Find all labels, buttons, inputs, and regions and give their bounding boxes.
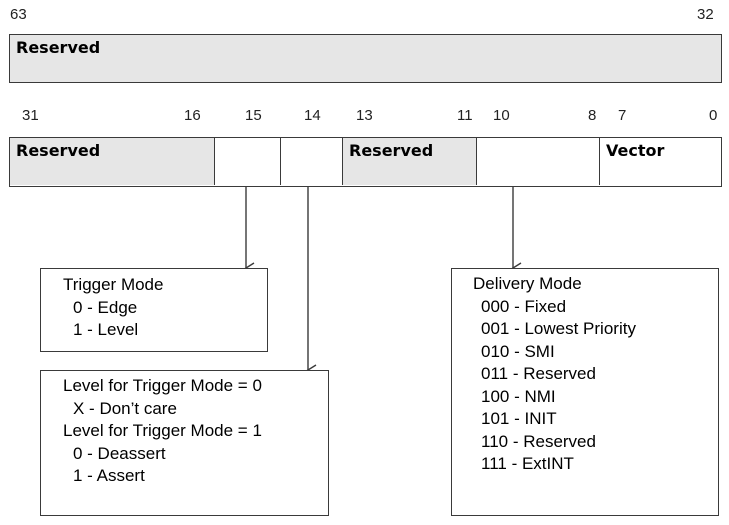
level-box: Level for Trigger Mode = 0 X - Don’t car… xyxy=(40,370,329,516)
bit-label-15: 15 xyxy=(245,107,262,124)
upper-register-bar: Reserved xyxy=(9,34,722,83)
bit-label-0: 0 xyxy=(709,107,718,124)
delivery-mode-title: Delivery Mode xyxy=(473,274,582,293)
delivery-mode-nmi: 100 - NMI xyxy=(481,386,556,406)
field-reserved-63-32: Reserved xyxy=(16,38,101,57)
trigger-mode-box: Trigger Mode 0 - Edge 1 - Level xyxy=(40,268,268,352)
trigger-mode-title: Trigger Mode xyxy=(63,275,164,294)
bit-label-10: 10 xyxy=(493,107,510,124)
level-trigger-1-heading: Level for Trigger Mode = 1 xyxy=(63,421,262,440)
bit-label-7: 7 xyxy=(618,107,627,124)
delivery-mode-reserved-110: 110 - Reserved xyxy=(481,431,596,451)
field-trigger-mode-bit-15 xyxy=(215,138,281,185)
bit-label-13: 13 xyxy=(356,107,373,124)
bit-label-14: 14 xyxy=(304,107,321,124)
bit-label-63: 63 xyxy=(10,6,27,23)
field-level-bit-14 xyxy=(281,138,343,185)
level-assert: 1 - Assert xyxy=(73,466,145,485)
trigger-mode-level: 1 - Level xyxy=(73,320,139,339)
bit-label-11: 11 xyxy=(457,107,473,124)
delivery-mode-smi: 010 - SMI xyxy=(481,341,555,361)
delivery-mode-extint: 111 - ExtINT xyxy=(481,454,574,473)
delivery-mode-reserved-011: 011 - Reserved xyxy=(481,364,596,383)
delivery-mode-init: 101 - INIT xyxy=(481,409,557,428)
field-vector-7-0: Vector xyxy=(600,138,720,185)
bit-label-32: 32 xyxy=(697,6,714,23)
level-trigger-0-heading: Level for Trigger Mode = 0 xyxy=(63,376,262,395)
level-deassert: 0 - Deassert xyxy=(73,443,166,463)
bit-label-16: 16 xyxy=(184,107,201,124)
trigger-mode-edge: 0 - Edge xyxy=(73,297,138,317)
level-dont-care: X - Don’t care xyxy=(73,398,177,418)
delivery-mode-lowest-priority: 001 - Lowest Priority xyxy=(481,319,636,338)
delivery-mode-fixed: 000 - Fixed xyxy=(481,296,567,316)
field-delivery-mode-10-8 xyxy=(477,138,600,185)
bit-label-31: 31 xyxy=(22,107,39,124)
lower-register-bar: Reserved Reserved Vector xyxy=(9,137,722,187)
field-reserved-13-11: Reserved xyxy=(343,138,477,185)
delivery-mode-box: Delivery Mode 000 - Fixed 001 - Lowest P… xyxy=(451,268,719,516)
bit-label-8: 8 xyxy=(588,107,597,124)
field-reserved-31-16: Reserved xyxy=(10,138,215,185)
